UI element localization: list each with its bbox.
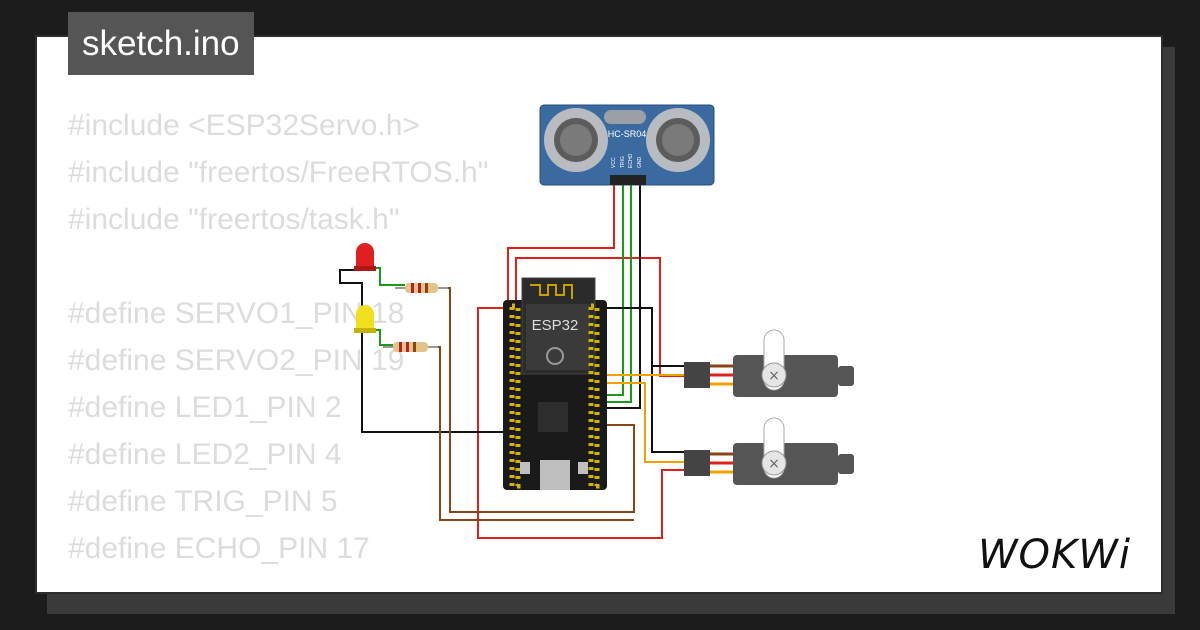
usb-port xyxy=(540,460,570,490)
esp32-board[interactable]: ESP32 xyxy=(503,277,607,490)
code-line: #include "freertos/FreeRTOS.h" xyxy=(68,156,489,189)
code-line: #define ECHO_PIN 17 xyxy=(68,532,370,565)
code-line: #include <ESP32Servo.h> xyxy=(68,109,420,142)
code-line: #define LED2_PIN 4 xyxy=(68,438,342,471)
led-red[interactable] xyxy=(354,243,376,271)
ultrasonic-sensor[interactable]: HC-SR04 VCC TRIG ECHO GND xyxy=(539,104,715,186)
boot-button[interactable] xyxy=(578,462,588,474)
pin-label: ECHO xyxy=(628,153,634,168)
svg-text:×: × xyxy=(768,456,780,472)
sketch-title: sketch.ino xyxy=(68,12,254,75)
servo-motor[interactable]: × xyxy=(684,417,854,485)
wire-red xyxy=(477,307,684,539)
wire-black xyxy=(605,307,684,453)
wire-green xyxy=(605,185,632,403)
wire-red xyxy=(507,185,615,308)
wire-black xyxy=(605,307,684,367)
pin-label: GND xyxy=(637,157,643,169)
en-button[interactable] xyxy=(520,462,530,474)
wire-black xyxy=(339,269,505,433)
espressif-logo-icon xyxy=(546,347,564,365)
code-line: #define TRIG_PIN 5 xyxy=(68,485,338,518)
servo-motor[interactable]: × xyxy=(684,329,854,397)
pin-label: TRIG xyxy=(620,156,626,168)
code-line: #define LED1_PIN 2 xyxy=(68,391,342,424)
sensor-label: HC-SR04 xyxy=(608,129,647,139)
code-line: #include "freertos/task.h" xyxy=(68,203,400,236)
wire-black xyxy=(605,185,641,409)
wire-green xyxy=(605,185,624,396)
board-label: ESP32 xyxy=(532,317,579,334)
led-yellow[interactable] xyxy=(354,305,376,333)
svg-text:×: × xyxy=(768,368,780,384)
resistor xyxy=(395,283,448,293)
wokwi-logo: WOKWi xyxy=(978,532,1131,578)
resistor xyxy=(383,342,438,352)
wire-orange xyxy=(605,382,684,463)
code-line: #define SERVO1_PIN 18 xyxy=(68,297,405,330)
code-line: #define SERVO2_PIN 19 xyxy=(68,344,405,377)
pin-label: VCC xyxy=(611,157,617,168)
code-preview: #include <ESP32Servo.h> #include "freert… xyxy=(68,102,488,572)
